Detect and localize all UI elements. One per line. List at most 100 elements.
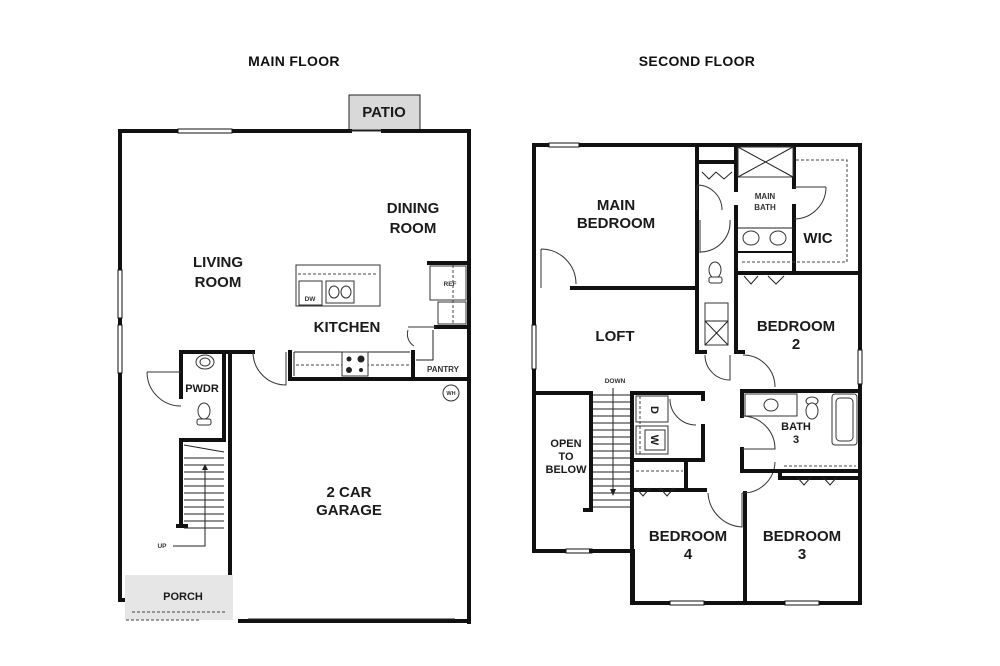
bifold-door <box>635 487 675 497</box>
wic-label: WIC <box>803 230 832 247</box>
bedroom3-closet-wall <box>778 469 862 480</box>
sink-icon <box>769 230 787 246</box>
burner <box>359 368 363 372</box>
bedroom4-door <box>707 492 743 528</box>
sink-icon <box>763 398 779 412</box>
water-heater-icon <box>442 384 460 402</box>
main-bedroom-label-1: MAIN <box>597 197 635 214</box>
wh-label: WH <box>446 391 455 397</box>
door <box>699 219 731 253</box>
dining-room-label-2: ROOM <box>390 220 437 237</box>
window <box>857 349 863 385</box>
toilet-icon <box>805 402 819 420</box>
patio-label: PATIO <box>362 104 406 121</box>
stair-wall <box>179 350 226 528</box>
window <box>117 269 123 319</box>
porch-label: PORCH <box>163 591 203 603</box>
window <box>784 600 820 606</box>
main-bath-label-1: MAIN <box>755 192 776 201</box>
bedroom3-label-1: BEDROOM <box>763 528 841 545</box>
patio-slab <box>348 94 421 131</box>
bifold-door <box>701 171 733 180</box>
pwdr-label: PWDR <box>185 383 219 395</box>
stair-break <box>183 444 225 453</box>
stairs-up: UP <box>157 444 225 550</box>
toilet-tank <box>196 418 212 426</box>
sink-basin <box>328 285 340 299</box>
loft-label: LOFT <box>595 328 634 345</box>
exterior-wall-left <box>118 129 232 602</box>
main-floor: MAIN FLOOR PATIO PORCH PWDR <box>117 53 471 624</box>
arrow-up-icon <box>202 464 208 470</box>
exterior-wall-top-right <box>118 129 471 624</box>
dryer-label: D <box>648 406 660 414</box>
window <box>177 128 233 134</box>
tub-basin <box>835 397 854 442</box>
dw-label: DW <box>305 296 317 303</box>
stair-treads <box>184 457 224 529</box>
bedroom3-door-arc <box>741 461 776 494</box>
bedroom2-label-1: BEDROOM <box>757 318 835 335</box>
bath3-label-1: BATH <box>781 421 811 433</box>
toilet-icon <box>708 261 722 279</box>
arrow-down-icon <box>610 489 616 496</box>
shower-x <box>737 146 794 178</box>
bath3-door <box>741 415 776 450</box>
open-to-below-label-2: TO <box>558 451 574 463</box>
second-floor-title: SECOND FLOOR <box>639 53 755 69</box>
wic-door <box>793 186 827 220</box>
bedroom4-label-1: BEDROOM <box>649 528 727 545</box>
hvac-x <box>704 320 729 346</box>
window <box>669 600 705 606</box>
living-room-label-1: LIVING <box>193 254 243 271</box>
laundry-door <box>669 398 697 426</box>
pantry-label: PANTRY <box>427 365 460 374</box>
dishwasher <box>298 280 323 306</box>
door <box>696 184 723 211</box>
open-to-below-wall <box>532 391 593 512</box>
bifold-door <box>743 275 785 285</box>
down-label: DOWN <box>605 378 626 385</box>
garage-label-2: GARAGE <box>316 502 382 519</box>
main-bedroom-label-2: BEDROOM <box>577 215 655 232</box>
window <box>548 142 580 148</box>
toilet-icon <box>197 402 211 420</box>
pantry-door <box>406 326 436 347</box>
second-floor: SECOND FLOOR MAIN BATH <box>531 53 863 606</box>
window <box>117 324 123 374</box>
bifold-door <box>796 476 838 486</box>
linen-walls <box>695 271 745 354</box>
burner <box>357 355 365 363</box>
dining-room-label-1: DINING <box>387 200 440 217</box>
toilet-tank <box>708 276 723 284</box>
bedroom2-label-2: 2 <box>792 336 800 353</box>
main-bath-label-2: BATH <box>754 203 776 212</box>
main-floor-title: MAIN FLOOR <box>248 53 340 69</box>
up-label: UP <box>157 543 167 550</box>
wic-shelf <box>740 159 848 263</box>
cooktop-icon <box>341 351 369 377</box>
sink-icon <box>742 230 760 246</box>
open-to-below-label-1: OPEN <box>550 438 581 450</box>
bedroom2-door <box>742 354 776 388</box>
dryer <box>635 395 669 423</box>
sink-basin <box>199 357 211 367</box>
window <box>531 324 537 370</box>
bath3-walls <box>740 389 862 473</box>
sink-basin <box>340 285 352 299</box>
kitchen-label: KITCHEN <box>314 319 381 336</box>
cabinet <box>437 301 467 325</box>
window <box>565 548 593 554</box>
wall <box>411 350 471 381</box>
bedroom4-label-2: 4 <box>684 546 693 563</box>
ref-label: REF <box>444 281 457 288</box>
living-room-label-2: ROOM <box>195 274 242 291</box>
burner <box>346 367 352 373</box>
laundry-walls <box>630 391 705 462</box>
pantry-shelf <box>416 330 434 361</box>
garage-label-1: 2 CAR <box>326 484 371 501</box>
pwdr-door <box>146 371 182 407</box>
stairs-down <box>593 394 630 508</box>
main-bedroom-door <box>540 248 577 288</box>
open-to-below-label-3: BELOW <box>546 464 588 476</box>
